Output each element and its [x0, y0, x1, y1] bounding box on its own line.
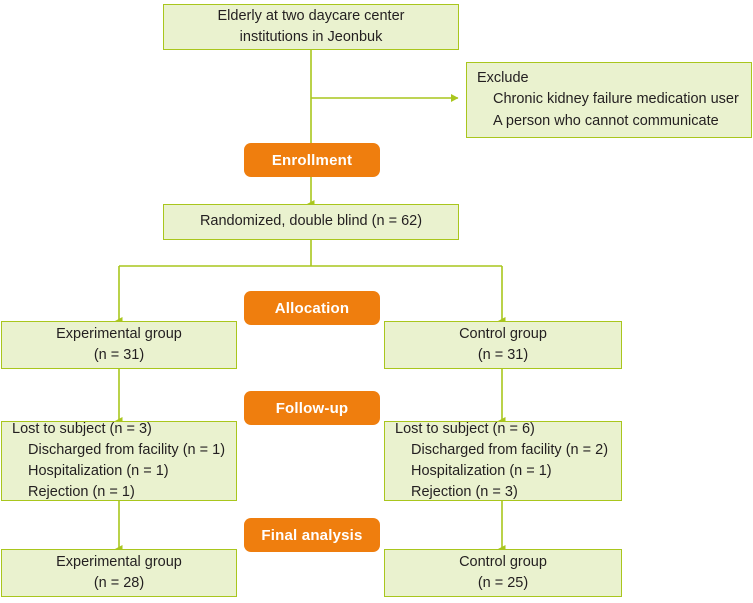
- exclude-item-1: Chronic kidney failure medication user: [493, 91, 739, 108]
- node-experimental-lost: Lost to subject (n = 3) Discharged from …: [1, 421, 237, 501]
- stage-badge-final-analysis-label: Final analysis: [261, 526, 363, 544]
- node-source-line1: Elderly at two daycare center: [217, 7, 405, 24]
- stage-badge-followup: Follow-up: [244, 391, 380, 425]
- node-experimental-final: Experimental group (n = 28): [1, 549, 237, 597]
- stage-badge-allocation-label: Allocation: [274, 299, 350, 317]
- node-randomized: Randomized, double blind (n = 62): [163, 204, 459, 240]
- node-source-line2: institutions in Jeonbuk: [239, 29, 383, 45]
- node-randomized-line1: Randomized, double blind (n = 62): [199, 213, 423, 230]
- stage-badge-final-analysis: Final analysis: [244, 518, 380, 552]
- node-control-allocation-line1: Control group: [459, 325, 547, 342]
- experimental-lost-item-3: Rejection (n = 1): [28, 484, 135, 501]
- control-lost-item-2: Hospitalization (n = 1): [411, 463, 552, 479]
- control-lost-item-3: Rejection (n = 3): [411, 484, 518, 501]
- exclude-item-2: A person who cannot communicate: [493, 112, 719, 129]
- node-experimental-final-line1: Experimental group: [56, 553, 182, 570]
- experimental-lost-heading: Lost to subject (n = 3): [12, 420, 152, 437]
- node-control-allocation: Control group (n = 31): [384, 321, 622, 369]
- node-experimental-allocation-line1: Experimental group: [56, 325, 182, 342]
- stage-badge-allocation: Allocation: [244, 291, 380, 325]
- stage-badge-enrollment-label: Enrollment: [271, 151, 353, 169]
- stage-badge-enrollment: Enrollment: [244, 143, 380, 177]
- experimental-lost-item-1: Discharged from facility (n = 1): [28, 441, 226, 458]
- node-experimental-final-line2: (n = 28): [93, 575, 145, 591]
- node-experimental-allocation-line2: (n = 31): [93, 347, 145, 363]
- experimental-lost-item-2: Hospitalization (n = 1): [28, 463, 169, 479]
- node-control-lost: Lost to subject (n = 6) Discharged from …: [384, 421, 622, 501]
- stage-badge-followup-label: Follow-up: [275, 399, 349, 417]
- node-source-population: Elderly at two daycare center institutio…: [163, 4, 459, 50]
- node-exclusion-criteria: Exclude Chronic kidney failure medicatio…: [466, 62, 752, 138]
- node-control-allocation-line2: (n = 31): [477, 347, 529, 363]
- node-control-final: Control group (n = 25): [384, 549, 622, 597]
- exclude-heading: Exclude: [477, 70, 529, 87]
- node-experimental-allocation: Experimental group (n = 31): [1, 321, 237, 369]
- control-lost-item-1: Discharged from facility (n = 2): [411, 441, 609, 458]
- node-control-final-line2: (n = 25): [477, 575, 529, 591]
- control-lost-heading: Lost to subject (n = 6): [395, 420, 535, 437]
- node-control-final-line1: Control group: [459, 553, 547, 570]
